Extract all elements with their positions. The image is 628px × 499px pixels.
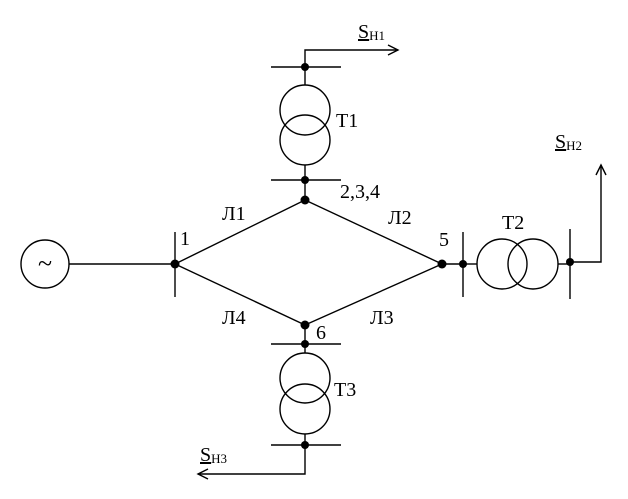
node-234: 2,3,4 [271,176,380,205]
bus-1: 1 [170,228,190,297]
node-5: 5 [437,229,467,297]
line-l4: Л4 [174,263,306,329]
bus-t1-load [271,44,400,71]
transformer-label-t2: Т2 [502,212,524,234]
generator: ~ [20,239,175,289]
bus-t3-load [196,441,341,480]
bus-t2-load [566,163,607,299]
line-label-l3: Л3 [370,307,394,329]
load-s2-main: S [555,131,566,153]
transformer-t2: Т2 [463,212,570,290]
line-l3: Л3 [304,263,443,329]
load-s2-sub: Н2 [566,138,582,153]
line-l2: Л2 [304,199,443,265]
svg-text:SН3: SН3 [200,444,227,466]
transformer-t3: Т3 [279,344,356,445]
load-s3-sub: Н3 [211,451,227,466]
load-label-s1: SН1 [358,21,385,43]
generator-symbol: ~ [38,249,52,278]
node-label-6: 6 [316,322,326,344]
load-s3-main: S [200,444,211,466]
svg-text:SН1: SН1 [358,21,385,43]
load-label-s3: SН3 [200,444,227,466]
transformer-label-t1: Т1 [336,110,358,132]
load-label-s2: SН2 [555,131,582,153]
line-l1: Л1 [174,199,306,265]
node-label-5: 5 [439,229,449,251]
line-label-l4: Л4 [222,307,246,329]
load-s1-sub: Н1 [369,28,385,43]
node-label-1: 1 [180,228,190,250]
transformer-label-t3: Т3 [334,379,356,401]
line-label-l1: Л1 [222,203,246,225]
svg-text:SН2: SН2 [555,131,582,153]
node-label-234: 2,3,4 [340,181,380,203]
transformer-t1: Т1 [279,67,358,180]
load-s1-main: S [358,21,369,43]
line-label-l2: Л2 [388,207,412,229]
node-6: 6 [271,320,341,348]
